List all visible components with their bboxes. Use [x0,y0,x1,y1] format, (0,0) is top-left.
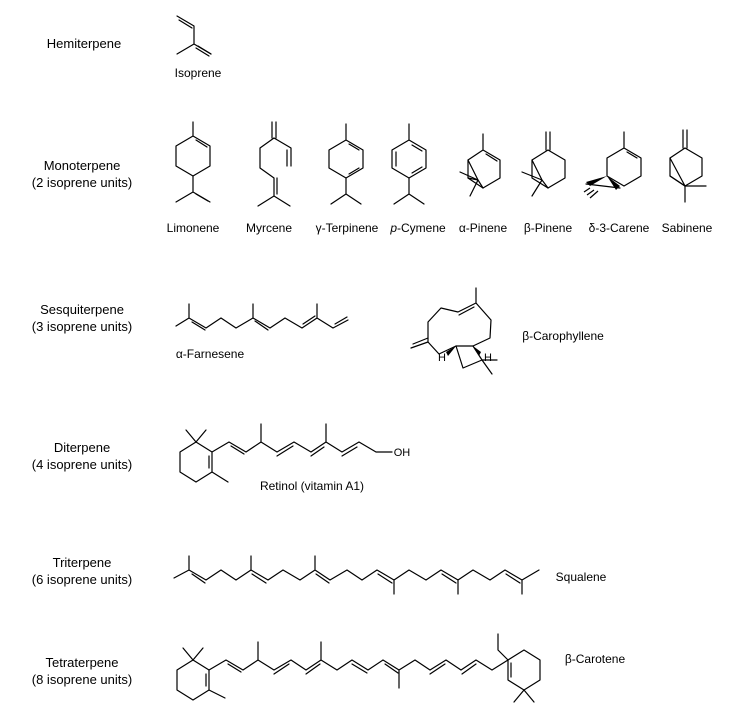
label-alpha-pinene: α-Pinene [459,221,508,235]
squalene-structure [173,555,540,595]
class-sesquiterpene: Sesquiterpene [40,302,124,317]
class-monoterpene: Monoterpene [44,158,121,173]
class-diterpene-units: (4 isoprene units) [32,457,132,472]
delta-3-carene-structure [583,131,642,199]
label-sabinene: Sabinene [662,221,713,235]
beta-caryophyllene-structure [410,287,498,375]
label-retinol: Retinol (vitamin A1) [260,479,364,493]
label-beta-carotene: β-Carotene [565,652,626,666]
class-sesquiterpene-units: (3 isoprene units) [32,319,132,334]
class-labels: Hemiterpene Monoterpene (2 isoprene unit… [32,36,132,687]
label-delta-3-carene: δ-3-Carene [589,221,650,235]
isoprene-structure [176,15,212,57]
retinol-structure [179,423,393,483]
atom-oh: OH [394,447,411,459]
label-limonene: Limonene [167,221,220,235]
atom-h-left: H [438,352,446,364]
label-beta-pinene: β-Pinene [524,221,573,235]
class-hemiterpene: Hemiterpene [47,36,121,51]
alpha-farnesene-structure [175,303,349,331]
label-alpha-farnesene: α-Farnesene [176,347,245,361]
class-triterpene-units: (6 isoprene units) [32,572,132,587]
alpha-pinene-structure [459,133,501,197]
class-monoterpene-units: (2 isoprene units) [32,175,132,190]
class-tetraterpene: Tetraterpene [46,655,119,670]
class-triterpene: Triterpene [53,555,112,570]
limonene-structure [175,121,211,203]
gamma-terpinene-structure [328,123,364,205]
p-cymene-structure [391,123,427,205]
label-myrcene: Myrcene [246,221,292,235]
beta-pinene-structure [521,131,566,197]
sabinene-structure [669,129,707,203]
myrcene-structure [257,121,292,207]
class-diterpene: Diterpene [54,440,110,455]
class-tetraterpene-units: (8 isoprene units) [32,672,132,687]
label-gamma-terpinene: γ-Terpinene [316,221,379,235]
label-squalene: Squalene [556,570,607,584]
label-isoprene: Isoprene [175,66,222,80]
beta-carotene-structure [176,633,541,703]
label-p-cymene: p-Cymene [389,221,446,235]
label-beta-caryophyllene: β-Carophyllene [522,329,604,343]
atom-h-right: H [484,352,492,364]
monoterpene-labels: Limonene Myrcene γ-Terpinene p-Cymene α-… [167,221,713,235]
